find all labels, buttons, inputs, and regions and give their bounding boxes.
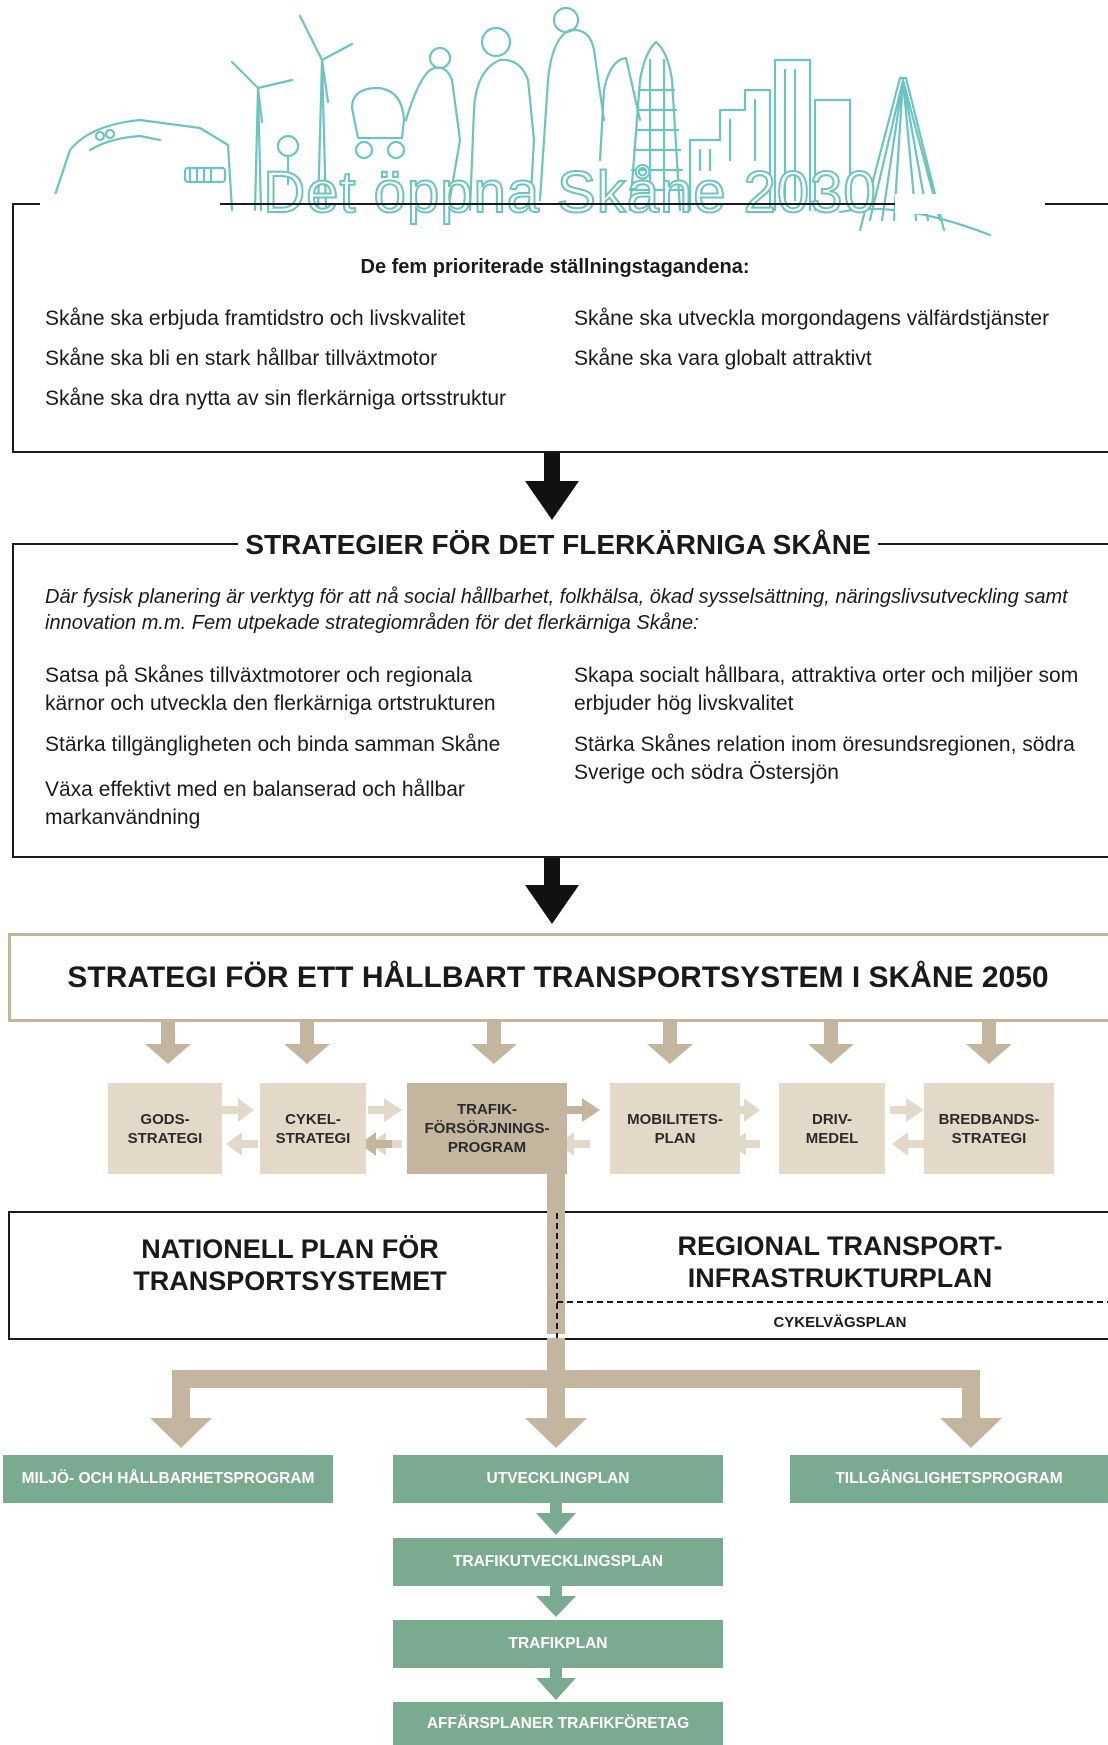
strategy-left-3: Växa effektivt med en balanserad och hål… xyxy=(45,778,465,829)
transport-strategy-heading: STRATEGI FÖR ETT HÅLLBART TRANSPORTSYSTE… xyxy=(67,961,1049,994)
trafikutvecklingsplan-box: TRAFIKUTVECKLINGSPLAN xyxy=(393,1538,723,1586)
national-plan-title: NATIONELL PLAN FÖR TRANSPORTSYSTEMET xyxy=(133,1234,447,1296)
program-gods-strategi: GODS-STRATEGI xyxy=(108,1083,222,1174)
priorities-box xyxy=(12,203,1108,453)
program-mobilitetsplan: MOBILITETS-PLAN xyxy=(610,1083,740,1174)
strategies-heading: STRATEGIER FÖR DET FLERKÄRNIGA SKÅNE xyxy=(238,528,878,562)
skyline-illustration xyxy=(48,6,992,237)
strategy-left-1: Satsa på Skånes tillväxtmotorer och regi… xyxy=(45,664,496,715)
transport-strategy-box xyxy=(8,933,1108,1022)
program-cykel-strategi: CYKEL-STRATEGI xyxy=(260,1083,366,1174)
priorities-heading: De fem prioriterade ställningstagandena: xyxy=(360,256,750,278)
priority-right-1: Skåne ska utveckla morgondagens välfärds… xyxy=(574,307,1050,330)
affarsplaner-box: AFFÄRSPLANER TRAFIKFÖRETAG xyxy=(393,1702,723,1745)
cycle-plan-label: CYKELVÄGSPLAN xyxy=(773,1314,907,1331)
priority-left-2: Skåne ska bli en stark hållbar tillväxtm… xyxy=(45,347,438,370)
priority-right-2: Skåne ska vara globalt attraktivt xyxy=(574,347,872,370)
utvecklingplan-box: UTVECKLINGPLAN xyxy=(393,1455,723,1503)
regional-plan-title: REGIONAL TRANSPORT- INFRASTRUKTURPLAN xyxy=(677,1231,1003,1293)
strategy-right-2: Stärka Skånes relation inom öresundsregi… xyxy=(574,733,1075,784)
trafikplan-box: TRAFIKPLAN xyxy=(393,1620,723,1668)
strategies-intro: Där fysisk planering är verktyg för att … xyxy=(45,586,1068,634)
banner-title: Det öppna Skåne 2030 xyxy=(262,159,877,226)
program-bredbandsstrategi: BREDBANDS-STRATEGI xyxy=(924,1083,1054,1174)
priority-left-3: Skåne ska dra nytta av sin flerkärniga o… xyxy=(45,387,507,410)
strategy-left-2: Stärka tillgängligheten och binda samman… xyxy=(45,733,501,756)
program-trafikforsorjningsprogram: TRAFIK-FÖRSÖRJNINGS-PROGRAM xyxy=(407,1083,567,1174)
accessibility-program-box: TILLGÄNGLIGHETSPROGRAM xyxy=(790,1455,1108,1503)
strategy-right-1: Skapa socialt hållbara, attraktiva orter… xyxy=(574,664,1079,715)
program-drivmedel: DRIV-MEDEL xyxy=(779,1083,885,1174)
priority-left-1: Skåne ska erbjuda framtidstro och livskv… xyxy=(45,307,466,330)
environment-program-box: MILJÖ- OCH HÅLLBARHETSPROGRAM xyxy=(3,1455,333,1503)
